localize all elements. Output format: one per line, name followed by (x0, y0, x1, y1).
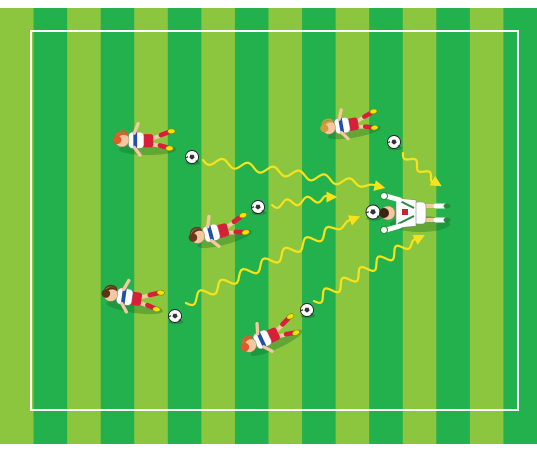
pitch-stripe (503, 8, 537, 444)
pitch-stripe (302, 8, 336, 444)
pitch-stripe (34, 8, 68, 444)
pitch-stripes (0, 8, 537, 444)
pitch-stripe (168, 8, 202, 444)
pitch-stripe (67, 8, 101, 444)
pitch-stripe (269, 8, 303, 444)
pitch-stripe (336, 8, 370, 444)
pitch-stripe (101, 8, 135, 444)
pitch-stripe (235, 8, 269, 444)
pitch-stripe (0, 8, 34, 444)
pitch-stripe (470, 8, 504, 444)
pitch-stripe (134, 8, 168, 444)
